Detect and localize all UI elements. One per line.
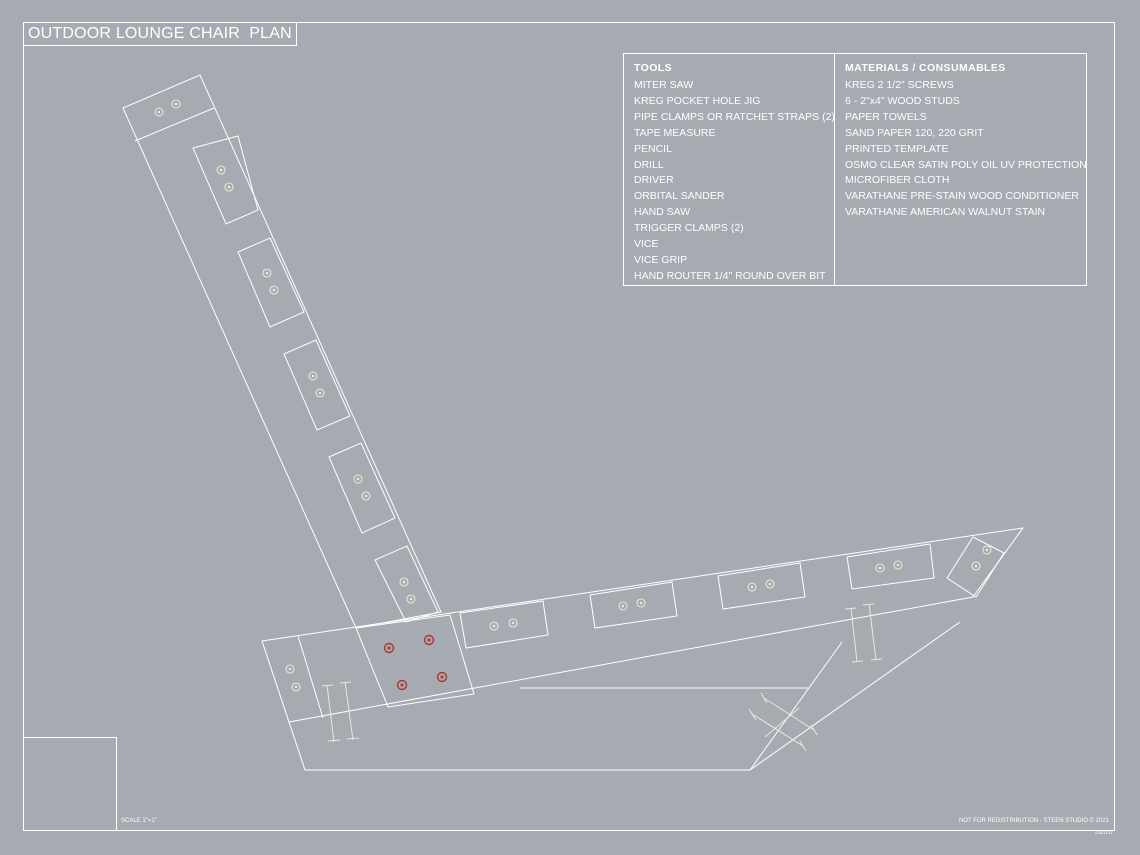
backrest-end-cut bbox=[134, 107, 215, 142]
tools-list: MITER SAW KREG POCKET HOLE JIG PIPE CLAM… bbox=[634, 78, 835, 285]
list-item: TAPE MEASURE bbox=[634, 126, 716, 139]
list-item: SAND PAPER 120, 220 GRIT bbox=[845, 126, 984, 139]
backrest-slat bbox=[328, 442, 396, 534]
backrest-slat bbox=[374, 545, 439, 623]
seat-slat bbox=[946, 536, 1005, 598]
list-item: DRILL bbox=[634, 158, 664, 171]
seat-board bbox=[261, 527, 1025, 723]
screw-holes-joint-highlight bbox=[383, 634, 448, 691]
screw-holes-backrest bbox=[154, 99, 416, 604]
seat-slat bbox=[459, 600, 549, 649]
list-item: 6 - 2"x4" WOOD STUDS bbox=[845, 94, 960, 107]
screw-holes-seat bbox=[285, 545, 992, 692]
list-item: VARATHANE AMERICAN WALNUT STAIN bbox=[845, 206, 1046, 219]
materials-heading: MATERIALS / CONSUMABLES bbox=[845, 62, 1006, 74]
tools-heading: TOOLS bbox=[634, 62, 672, 74]
tools-materials-table: TOOLS MITER SAW KREG POCKET HOLE JIG PIP… bbox=[623, 53, 1087, 286]
leg-frame bbox=[288, 621, 961, 771]
list-item: KREG 2 1/2" SCREWS bbox=[845, 79, 954, 91]
list-item: PIPE CLAMPS OR RATCHET STRAPS (2) bbox=[634, 110, 835, 123]
seat-slat bbox=[846, 543, 935, 590]
list-item: VARATHANE PRE-STAIN WOOD CONDITIONER bbox=[845, 190, 1079, 203]
sheet-stamp: 2021/37 bbox=[1094, 830, 1113, 836]
tools-column: TOOLS MITER SAW KREG POCKET HOLE JIG PIP… bbox=[624, 54, 835, 285]
list-item: PRINTED TEMPLATE bbox=[845, 142, 949, 155]
list-item: VICE GRIP bbox=[634, 253, 688, 266]
list-item: ORBITAL SANDER bbox=[634, 190, 725, 203]
leg-inner-edge bbox=[749, 641, 843, 771]
list-item: OSMO CLEAR SATIN POLY OIL UV PROTECTION bbox=[845, 158, 1087, 171]
backrest-slat bbox=[237, 237, 305, 328]
seat-end-cut bbox=[297, 635, 324, 719]
list-item: MICROFIBER CLOTH bbox=[845, 174, 950, 187]
drawing-frame bbox=[23, 22, 1115, 831]
list-item: VICE bbox=[634, 238, 659, 251]
seat-slat bbox=[589, 581, 678, 629]
list-item: MITER SAW bbox=[634, 79, 694, 91]
list-item: PENCIL bbox=[634, 142, 672, 155]
materials-list: KREG 2 1/2" SCREWS 6 - 2"x4" WOOD STUDS … bbox=[845, 78, 1087, 221]
corner-box bbox=[23, 737, 117, 831]
materials-column: MATERIALS / CONSUMABLES KREG 2 1/2" SCRE… bbox=[835, 54, 1087, 285]
list-item: KREG POCKET HOLE JIG bbox=[634, 94, 761, 107]
list-item: PAPER TOWELS bbox=[845, 110, 927, 123]
list-item: DRIVER bbox=[634, 174, 674, 187]
list-item: TRIGGER CLAMPS (2) bbox=[634, 222, 744, 235]
copyright-notice: NOT FOR REDISTRIBUTION - STEEN STUDIO © … bbox=[959, 818, 1109, 824]
backrest-slat bbox=[192, 135, 259, 225]
list-item: HAND ROUTER 1/4" ROUND OVER BIT bbox=[634, 269, 826, 282]
list-item: HAND SAW bbox=[634, 206, 691, 219]
backrest-slat bbox=[283, 339, 351, 431]
seat-slat bbox=[717, 562, 806, 610]
plan-title: OUTDOOR LOUNGE CHAIR PLAN bbox=[23, 22, 297, 46]
scale-label: SCALE 1"=1" bbox=[121, 818, 157, 824]
clamp-marks bbox=[321, 603, 883, 752]
backrest-board bbox=[122, 74, 442, 629]
joint-block bbox=[355, 614, 475, 708]
